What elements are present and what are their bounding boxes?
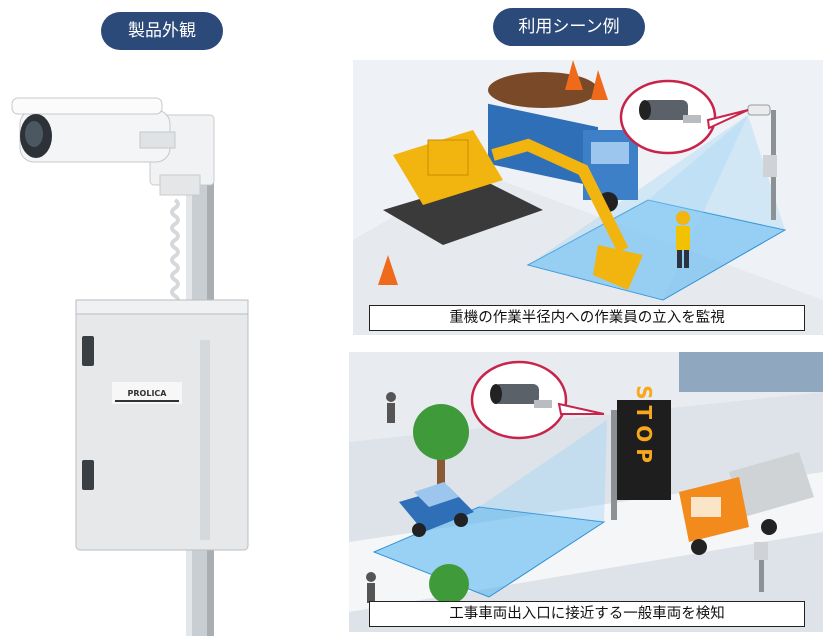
scene-site-entrance: STOP [349, 352, 823, 632]
tree [413, 404, 469, 604]
camera-callout [619, 79, 749, 155]
usage-scenes-heading: 利用シーン例 [493, 8, 645, 46]
passenger-car [399, 482, 474, 537]
scene-2-caption: 工事車両出入口に接近する一般車両を検知 [369, 601, 805, 627]
stop-sign-board: STOP [611, 385, 671, 520]
worker [676, 211, 690, 268]
traffic-cone [378, 255, 398, 285]
enclosure-brand: PROLICA [128, 389, 168, 398]
product-photo: PROLICA [0, 60, 340, 636]
construction-truck [679, 452, 814, 555]
scene-1-caption: 重機の作業半径内への作業員の立入を監視 [369, 305, 805, 331]
excavator [383, 130, 643, 290]
scene-heavy-machinery [353, 60, 823, 335]
camera-callout [470, 360, 605, 440]
control-box: PROLICA [75, 299, 249, 551]
bullet-camera [11, 97, 176, 163]
product-appearance-heading: 製品外観 [101, 12, 223, 50]
stop-sign-text: STOP [632, 385, 656, 469]
